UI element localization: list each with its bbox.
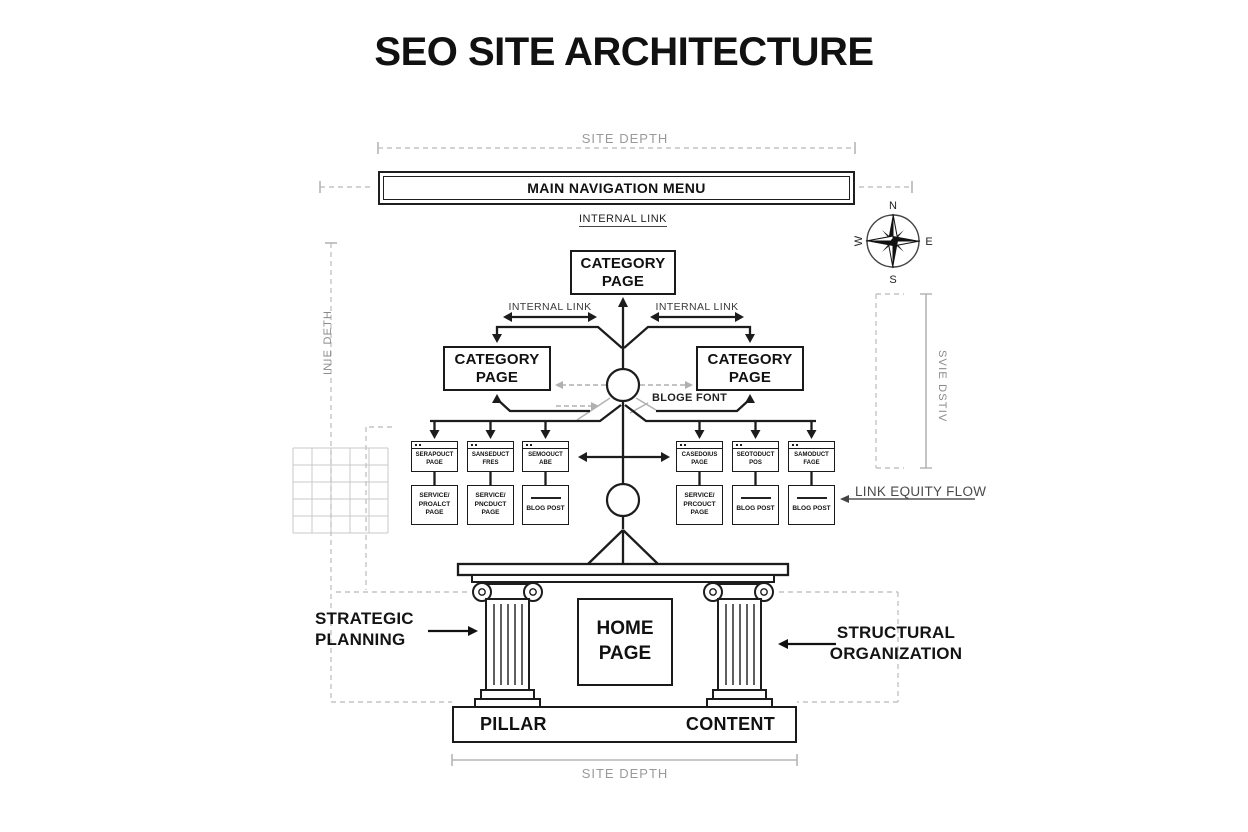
mini-tab-label: SEMOOUCT ABE — [528, 452, 563, 466]
window-dots-icon — [677, 442, 722, 449]
mini-page-right-2: SEOTODUCT POS BLOG POST — [732, 441, 779, 525]
equity-hint-arrows — [556, 384, 689, 421]
mini-tab-label: SEOTODUCT POS — [736, 452, 775, 466]
strategic-planning-label: STRATEGIC PLANNING — [315, 609, 414, 650]
mini-tab-label: CASEDOIUS PAGE — [681, 452, 718, 466]
compass-s-label: S — [889, 274, 896, 286]
pillar-label: PILLAR — [480, 714, 547, 734]
window-dots-icon — [523, 442, 568, 449]
left-pillar-icon — [472, 582, 543, 708]
site-depth-bottom-label: SITE DEPTH — [581, 766, 669, 781]
mini-card-label: BLOG POST — [788, 485, 835, 525]
mini-tab-label: SERAPOUCT PAGE — [415, 452, 454, 466]
strategic-arrow — [428, 626, 478, 636]
structural-organization-label: STRUCTURAL ORGANIZATION — [829, 623, 963, 664]
hub-nodes — [605, 367, 641, 518]
right-pillar-icon — [703, 582, 774, 708]
window-dots-icon — [733, 442, 778, 449]
internal-link-left-label: INTERNAL LINK — [508, 301, 592, 313]
site-depth-left-label: INIE DETH — [322, 309, 334, 375]
internal-link-top-text: INTERNAL LINK — [578, 213, 667, 227]
page-title: SEO SITE ARCHITECTURE — [374, 30, 874, 74]
measure-ticks — [319, 142, 913, 244]
mini-page-right-1: CASEDOIUS PAGE SERVICE/ PRCOUCT PAGE — [676, 441, 723, 525]
connector-lines — [430, 305, 816, 565]
mini-page-right-3: SAMODUCT FAGE BLOG POST — [788, 441, 835, 525]
home-page-box: HOME PAGE — [577, 598, 673, 686]
blog-note-label: BLOGE FONT — [652, 392, 728, 404]
category-page-top-box: CATEGORY PAGE — [570, 250, 676, 295]
grid-pattern — [292, 447, 389, 534]
pillar-content-base: PILLAR CONTENT — [452, 706, 797, 743]
mini-card-label: SERVICE/ PROALCT PAGE — [411, 485, 458, 525]
internal-link-top-label: INTERNAL LINK — [543, 213, 703, 227]
side-measure-line — [920, 293, 932, 469]
site-depth-top-label: SITE DEPTH — [581, 131, 669, 146]
compass-n-label: N — [889, 200, 897, 212]
dashed-guides — [320, 147, 912, 703]
mini-card-label: SERVICE/ PRCOUCT PAGE — [676, 485, 723, 525]
mini-page-left-3: SEMOOUCT ABE BLOG POST — [522, 441, 569, 525]
content-label: CONTENT — [685, 714, 775, 734]
category-page-left-box: CATEGORY PAGE — [443, 346, 551, 391]
window-dots-icon — [412, 442, 457, 449]
compass-w-label: W — [853, 235, 865, 246]
mini-tab-label: SAMODUCT FAGE — [794, 452, 829, 466]
link-equity-flow-label: LINK EQUITY FLOW — [855, 484, 987, 499]
compass-e-label: E — [925, 236, 932, 248]
bottom-measure-line — [451, 754, 798, 766]
mini-card-label: SERVICE/ PNCDUCT PAGE — [467, 485, 514, 525]
mini-page-left-1: SERAPOUCT PAGE SERVICE/ PROALCT PAGE — [411, 441, 458, 525]
window-dots-icon — [468, 442, 513, 449]
beam — [456, 562, 790, 583]
category-page-right-box: CATEGORY PAGE — [696, 346, 804, 391]
main-navigation-menu-label: MAIN NAVIGATION MENU — [383, 176, 850, 200]
internal-link-right-label: INTERNAL LINK — [655, 301, 739, 313]
mini-tab-label: SANSEDUCT FRES — [471, 452, 510, 466]
equity-flow-arrow — [840, 495, 975, 503]
structural-arrow — [778, 639, 836, 649]
mini-page-left-2: SANSEDUCT FRES SERVICE/ PNCDUCT PAGE — [467, 441, 514, 525]
arrowheads — [429, 297, 817, 462]
mini-card-label: BLOG POST — [522, 485, 569, 525]
mini-card-label: BLOG POST — [732, 485, 779, 525]
equity-hint-arrowheads — [555, 381, 693, 410]
window-dots-icon — [789, 442, 834, 449]
compass-rose-icon: N E S W — [853, 200, 933, 286]
site-depth-right-label: SVIE DSTIV — [936, 350, 948, 423]
main-navigation-menu: MAIN NAVIGATION MENU — [378, 171, 855, 205]
